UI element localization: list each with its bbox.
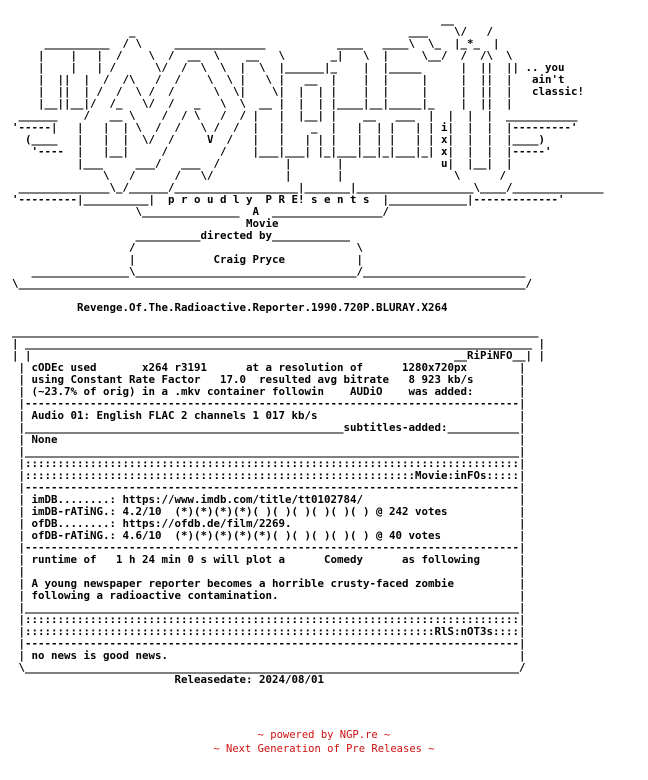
powered-by-footer: ~ powered by NGP.re ~ [257, 729, 391, 741]
ngp-tagline-footer: ~ Next Generation of Pre Releases ~ [213, 743, 435, 755]
nfo-text-block: __ _ ___ \/ / __________ / \ ___________… [12, 13, 604, 686]
